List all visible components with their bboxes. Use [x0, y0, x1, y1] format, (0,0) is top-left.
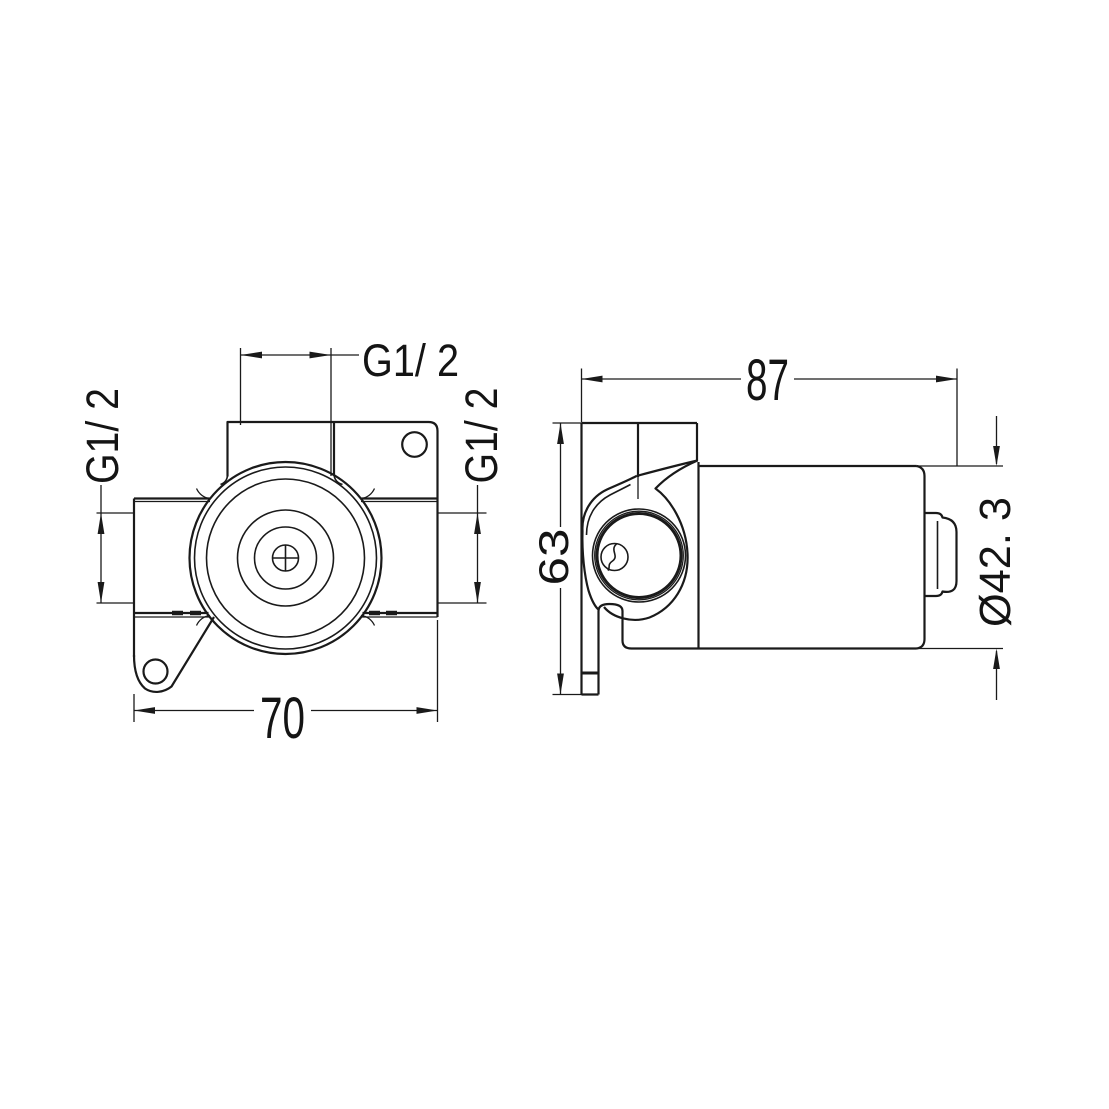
clamp-outer-left	[581, 530, 600, 611]
valve-recess-circle	[205, 478, 366, 638]
dim-depth-87: 87	[580, 348, 958, 466]
cartridge-circle	[236, 509, 335, 607]
mounting-hole-bottom-left	[142, 658, 169, 685]
arrowhead-right	[309, 351, 331, 359]
dim-right-port: G1/ 2	[437, 388, 507, 604]
arrowhead-up	[993, 648, 1000, 669]
front-top-plate-outline	[226, 420, 439, 617]
plate-fillet-left	[220, 474, 229, 486]
arrowhead-right	[936, 375, 957, 383]
arrowhead-left	[240, 351, 262, 359]
arrowhead-up	[474, 513, 481, 534]
dim-height-63: 63	[530, 422, 582, 696]
ring-outer-circle	[591, 508, 687, 603]
clamp-beak-upper	[636, 459, 698, 478]
front-view	[132, 420, 439, 693]
dimension-label-top-port: G1/ 2	[362, 335, 459, 386]
dimension-label-width: 70	[260, 686, 305, 751]
dimension-label-depth: 87	[746, 348, 789, 413]
barrel-end-cap	[916, 464, 926, 650]
fillet-top-left	[195, 488, 211, 500]
ring-mid-circle	[594, 510, 684, 601]
dim-top-port: G1/ 2	[239, 335, 459, 476]
dim-width-70: 70	[133, 620, 439, 751]
arrowhead-right	[416, 707, 438, 714]
outlet-spigot	[924, 511, 958, 598]
foot-outline	[132, 616, 215, 693]
break-squiggle	[607, 543, 618, 572]
arrowhead-down	[97, 582, 105, 603]
dim-diameter-42-3: Ø42. 3	[917, 416, 1020, 700]
arrowhead-left	[581, 375, 603, 383]
valve-lip-circle	[193, 466, 378, 650]
mounting-hole-top-right	[401, 431, 428, 458]
valve-outer-circle	[188, 460, 383, 656]
fillet-bottom-left	[195, 614, 211, 626]
fillet-bottom-right	[360, 614, 376, 626]
clamp-inner-wall	[585, 483, 631, 536]
arrowhead-left	[134, 707, 155, 714]
side-view	[580, 421, 958, 696]
dimension-label-height: 63	[530, 529, 577, 586]
arrowhead-up	[97, 513, 105, 534]
arrowhead-down	[993, 446, 1000, 466]
fillet-top-right	[360, 488, 376, 500]
clamp-beak-lower-sweep	[603, 459, 698, 621]
boss-fillet-right	[333, 474, 343, 486]
clamp-outer-top	[581, 475, 638, 532]
dimension-label-left-port: G1/ 2	[77, 388, 128, 484]
dimension-label-right-port: G1/ 2	[456, 388, 507, 484]
arrowhead-down	[557, 673, 564, 695]
inlet-hole-circle	[600, 542, 629, 572]
cartridge-inner-circle	[253, 526, 318, 590]
dim-left-port: G1/ 2	[77, 388, 134, 604]
dimension-label-diameter: Ø42. 3	[971, 497, 1020, 627]
arrowhead-up	[557, 423, 564, 444]
arrowhead-down	[474, 582, 481, 603]
ring-inner-circle	[595, 512, 683, 599]
plate-back-edge-lug	[597, 602, 632, 695]
